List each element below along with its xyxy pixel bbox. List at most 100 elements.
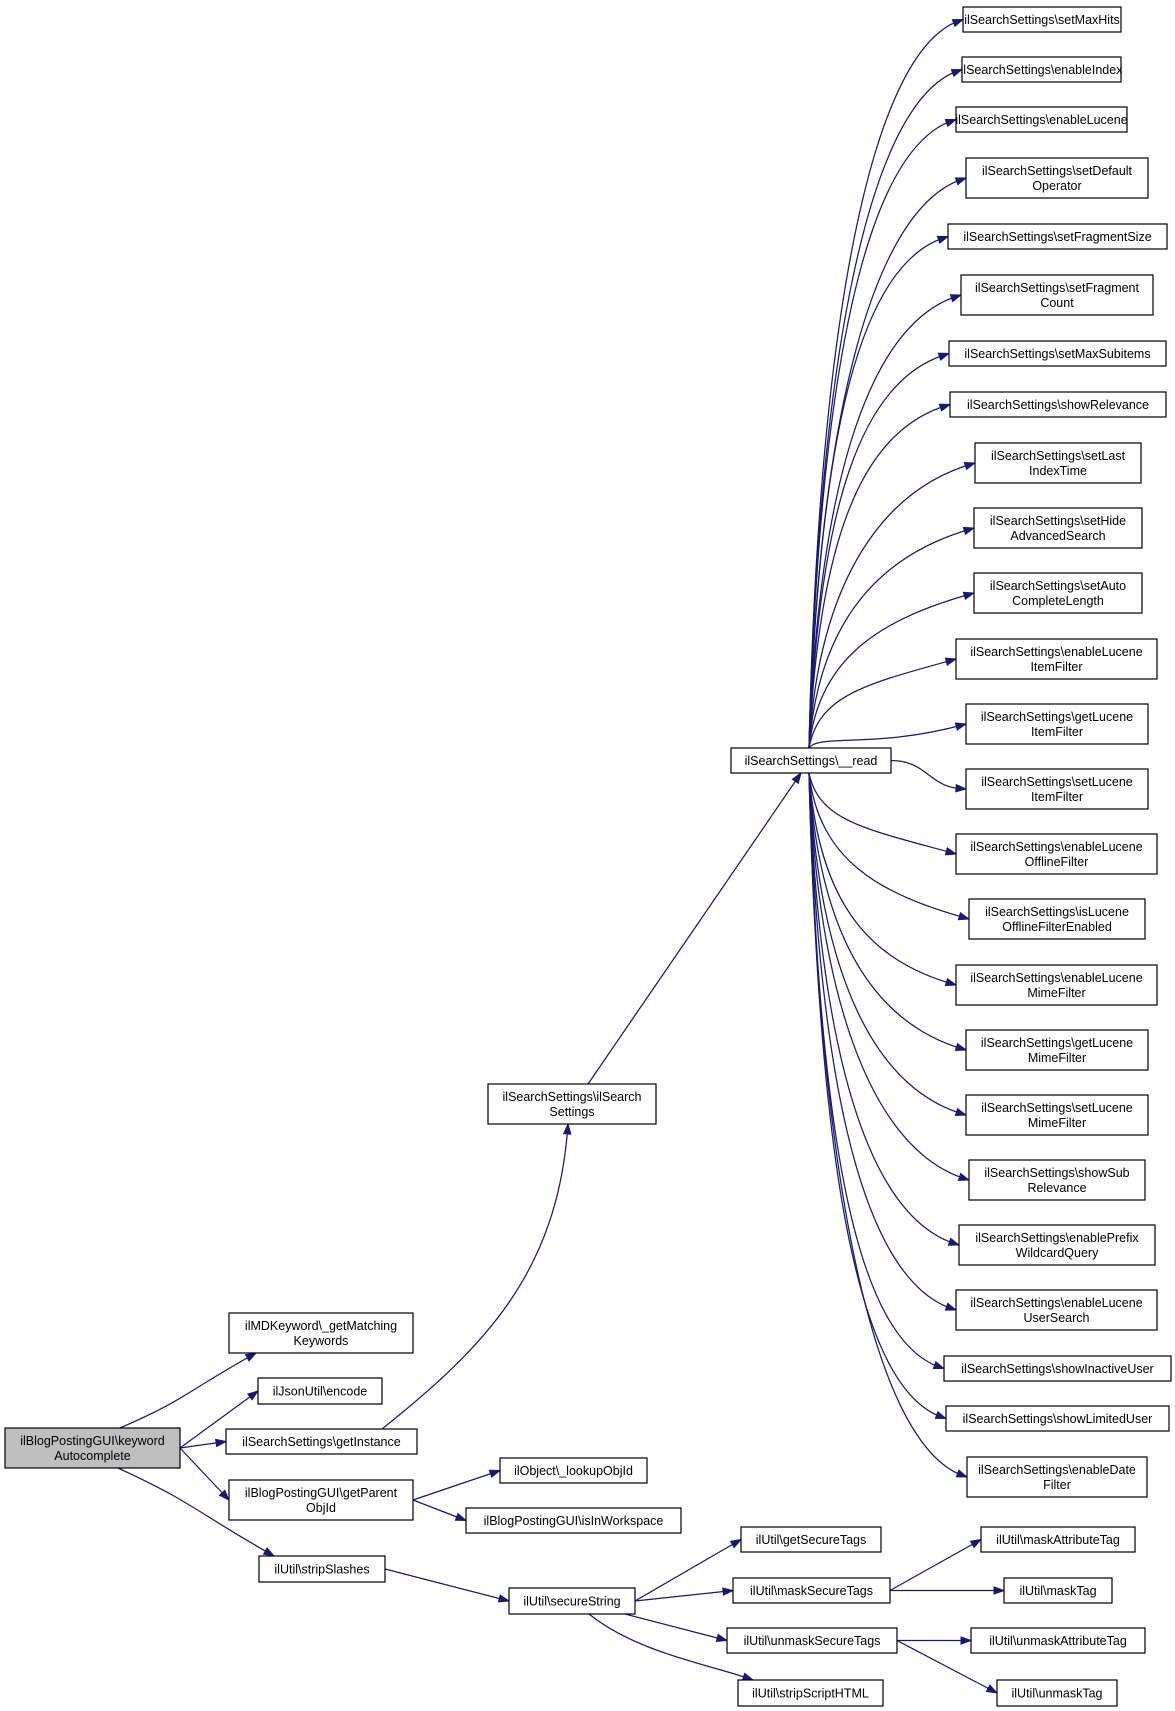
node-label: ilUtil\unmaskAttributeTag [989,1634,1127,1648]
node-label: ilSearchSettings\setDefault [982,164,1133,178]
edge-read-to-r18 [808,772,968,1052]
node-label: ItemFilter [1030,660,1082,674]
node-label: ilUtil\maskTag [1019,1584,1096,1598]
edge-line [179,1390,259,1449]
node-label: WildcardQuery [1016,1246,1099,1260]
edge-maskSecureTags-to-maskTag [890,1586,1006,1595]
node-box [228,1312,414,1354]
node-label: OfflineFilter [1025,855,1089,869]
node-maskAttributeTag[interactable]: ilUtil\maskAttributeTag [980,1526,1136,1553]
node-label: ilSearchSettings\enableLucene [970,971,1142,985]
node-isInWorkspace[interactable]: ilBlogPostingGUI\isInWorkspace [465,1507,682,1534]
node-r01[interactable]: ilSearchSettings\setMaxHits [962,6,1122,33]
edge-getParentObjId-to-lookupObjId [412,1469,502,1501]
node-label: ilSearchSettings\enableDate [978,1463,1136,1477]
edge-line [808,723,967,749]
arrowhead [954,722,968,731]
node-secureString[interactable]: ilUtil\secureString [508,1587,636,1615]
node-maskTag[interactable]: ilUtil\maskTag [1003,1577,1113,1604]
node-box [973,507,1143,549]
node-getSecureTags[interactable]: ilUtil\getSecureTags [740,1526,882,1553]
node-r24[interactable]: ilSearchSettings\showLimitedUser [945,1405,1170,1432]
node-label: Count [1040,296,1074,310]
node-label: ilSearchSettings\ilSearch [503,1090,642,1104]
node-stripScriptHTML[interactable]: ilUtil\stripScriptHTML [737,1679,884,1707]
node-label: Operator [1032,179,1081,193]
node-label: MimeFilter [1027,986,1085,1000]
node-box [947,223,1168,250]
node-unmaskSecureTags[interactable]: ilUtil\unmaskSecureTags [726,1627,898,1654]
arrowhead [955,783,968,793]
node-r15[interactable]: ilSearchSettings\enableLuceneOfflineFilt… [955,833,1158,875]
arrowhead [960,1636,973,1645]
edge-line [634,1589,734,1602]
arrowhead [957,911,971,921]
arrowhead [791,771,802,785]
node-r03[interactable]: ilSearchSettings\enableLucene [955,106,1128,133]
node-r21[interactable]: ilSearchSettings\enablePrefixWildcardQue… [958,1224,1156,1266]
node-box [943,1355,1172,1382]
edge-read-to-r07 [808,352,951,749]
node-r23[interactable]: ilSearchSettings\showInactiveUser [943,1355,1172,1382]
node-r08[interactable]: ilSearchSettings\showRelevance [949,391,1167,418]
node-label: ilBlogPostingGUI\isInWorkspace [484,1514,664,1528]
arrowhead [729,1538,743,1549]
arrowhead [454,1512,468,1522]
node-r07[interactable]: ilSearchSettings\setMaxSubitems [948,340,1167,367]
edge-line [808,294,962,749]
node-r16[interactable]: ilSearchSettings\isLuceneOfflineFilterEn… [968,898,1146,940]
arrowhead [954,1107,968,1116]
edge-read-to-r15 [808,772,958,856]
node-unmaskAttributeTag[interactable]: ilUtil\unmaskAttributeTag [970,1627,1146,1654]
node-getInstance[interactable]: ilSearchSettings\getInstance [225,1428,418,1455]
node-box [968,898,1146,940]
edge-line [119,1352,257,1429]
node-read[interactable]: ilSearchSettings\__read [730,747,892,774]
node-unmaskTag[interactable]: ilUtil\unmaskTag [996,1679,1118,1707]
node-r05[interactable]: ilSearchSettings\setFragmentSize [947,223,1168,250]
arrowhead [741,1672,755,1681]
node-label: ilUtil\maskAttributeTag [996,1533,1120,1547]
arrowhead [954,177,968,186]
node-maskSecureTags[interactable]: ilUtil\maskSecureTags [732,1577,891,1604]
node-ctor[interactable]: ilSearchSettings\ilSearchSettings [487,1083,657,1125]
node-label: ilSearchSettings\setLucene [981,775,1133,789]
node-label: ilUtil\getSecureTags [756,1533,866,1547]
node-r02[interactable]: ilSearchSettings\enableIndex [961,56,1124,83]
arrowhead [962,591,976,601]
edge-line [624,1613,728,1642]
node-box [955,964,1158,1006]
node-label: ilSearchSettings\setFragmentSize [963,230,1151,244]
node-lookupObjId[interactable]: ilObject\_lookupObjId [499,1457,648,1484]
node-label: ilSearchSettings\enableIndex [961,63,1124,77]
edge-getInstance-to-ctor [381,1122,572,1430]
node-box [732,1577,891,1604]
node-label: ilSearchSettings\setHide [990,514,1126,528]
node-label: ilSearchSettings\enablePrefix [975,1231,1139,1245]
node-stripSlashes[interactable]: ilUtil\stripSlashes [258,1555,386,1583]
edge-line [117,1467,275,1557]
node-box [740,1526,882,1553]
node-jsonEncode[interactable]: ilJsonUtil\encode [257,1377,383,1405]
node-label: ilUtil\secureString [523,1595,620,1609]
edge-line [896,1639,998,1694]
arrowhead [954,1042,968,1052]
